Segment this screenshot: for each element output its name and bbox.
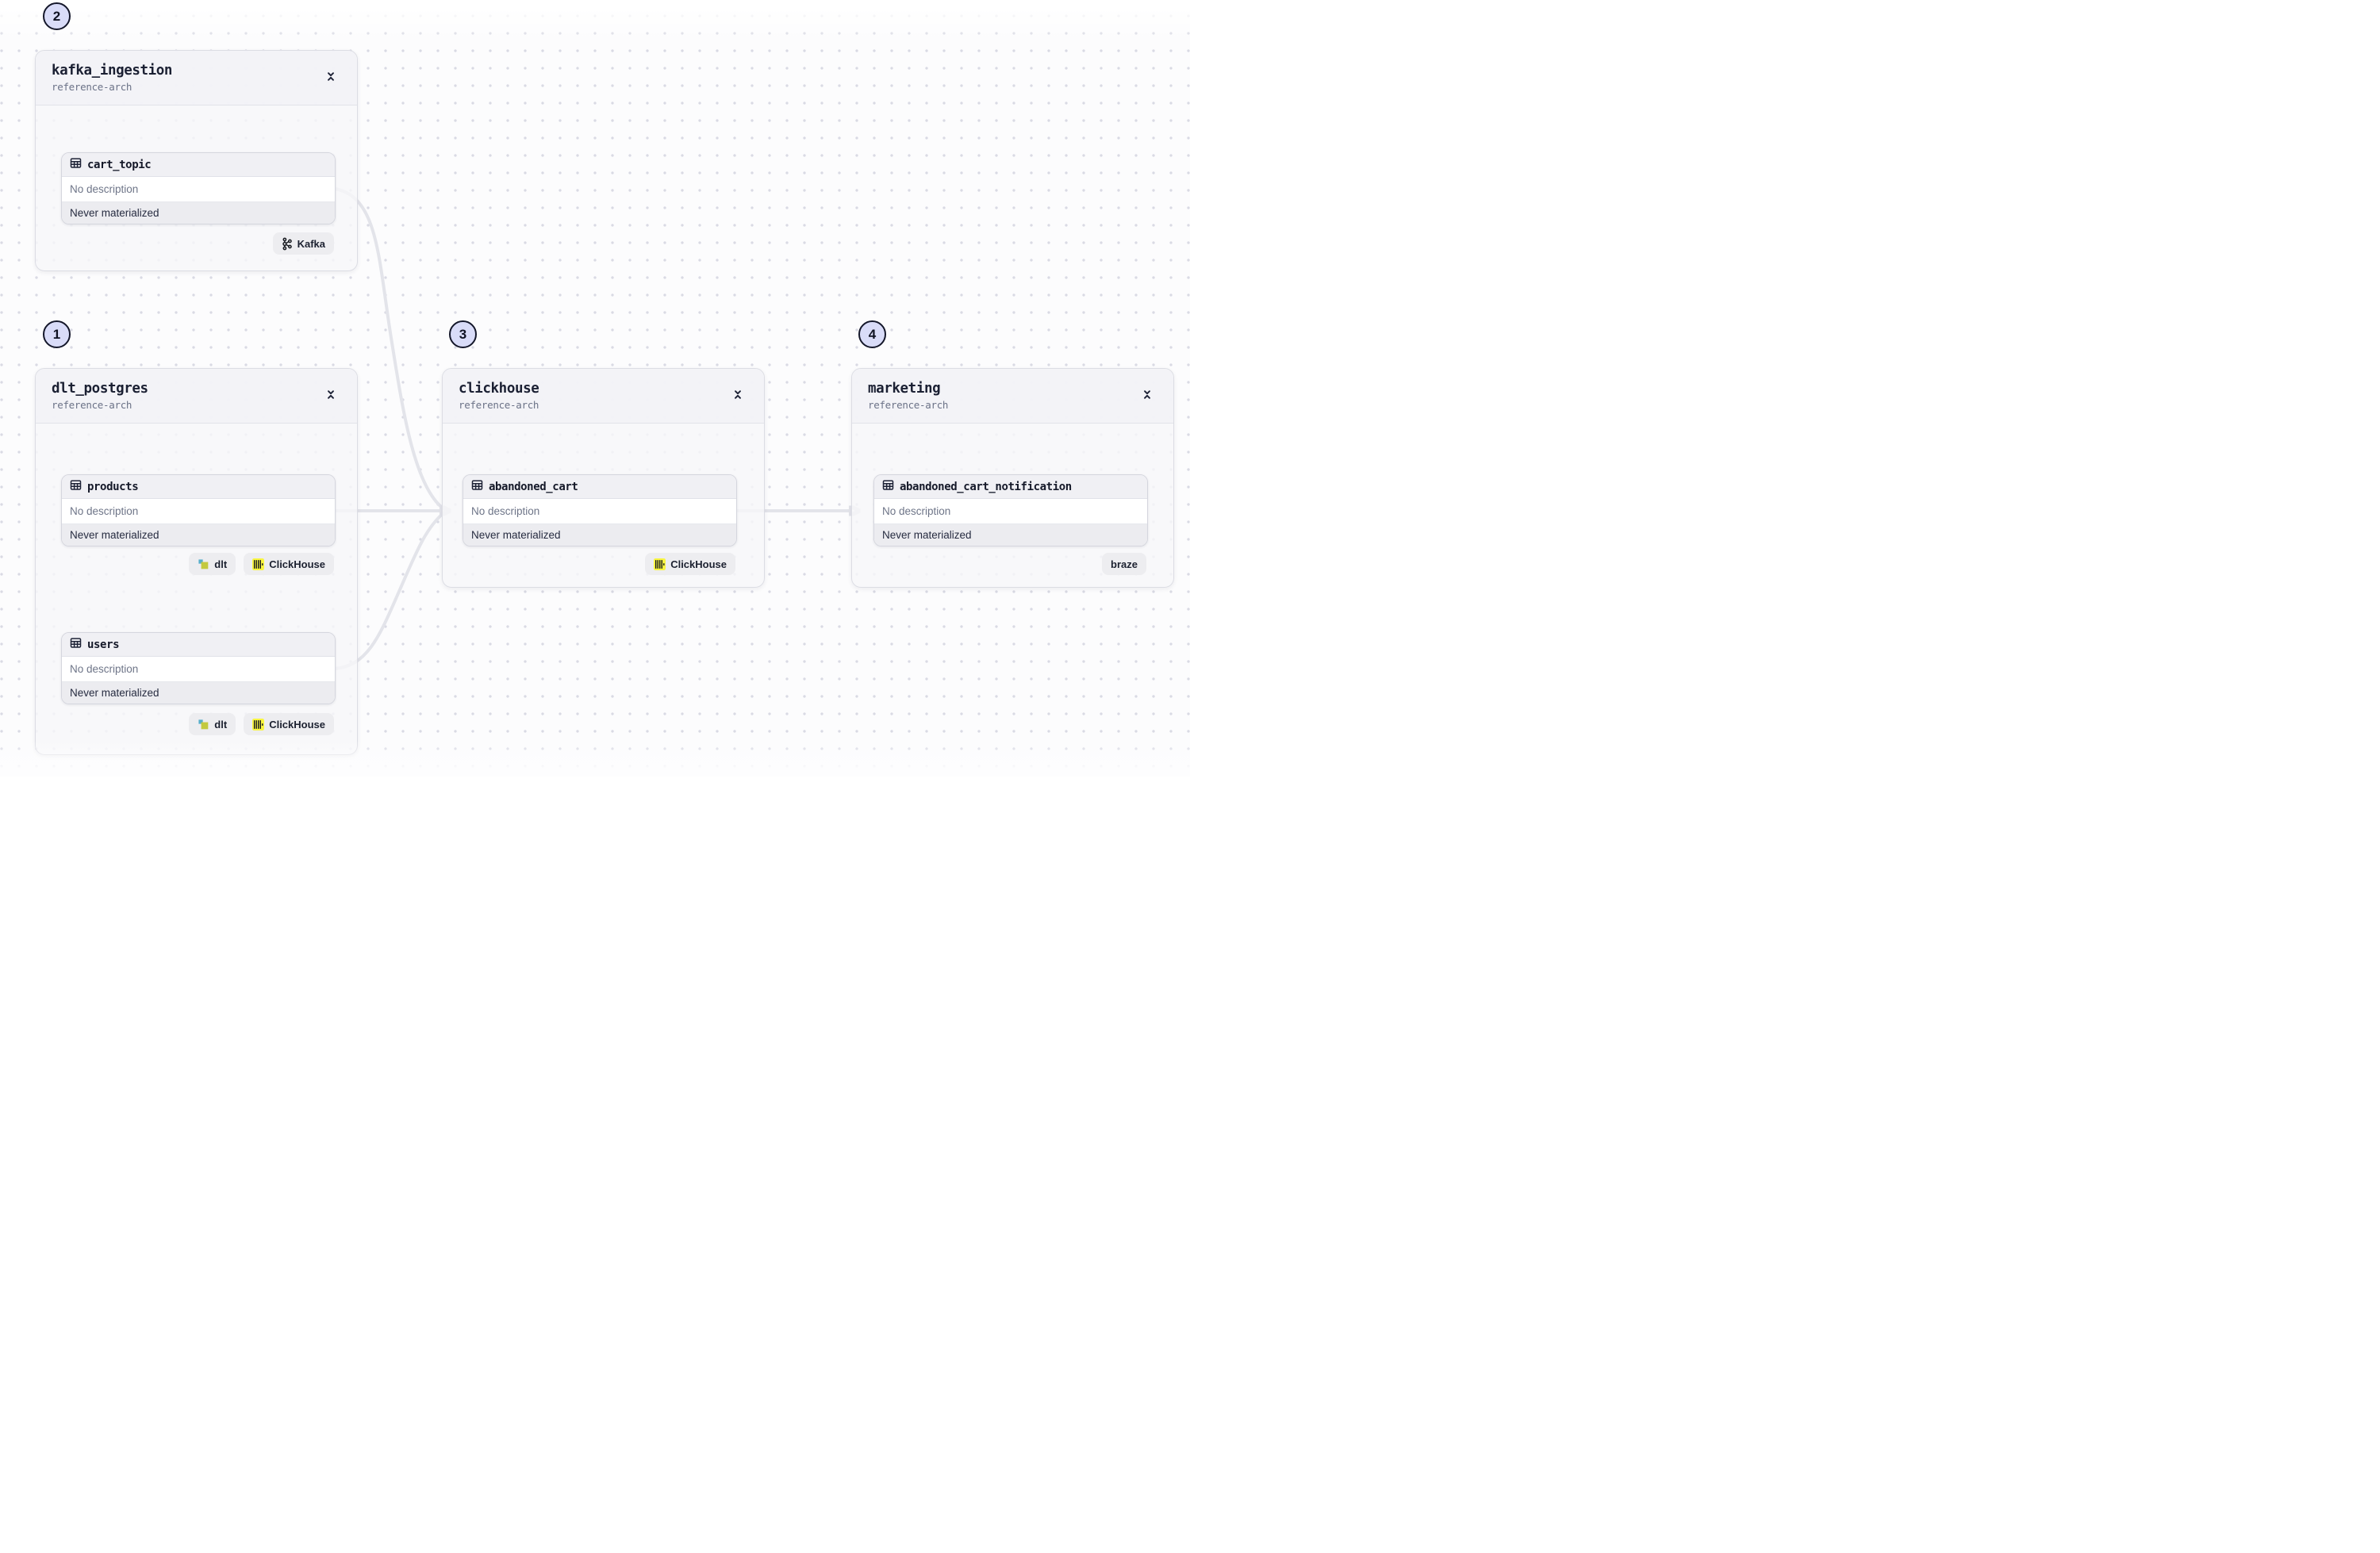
asset-description: No description <box>62 499 335 524</box>
kind-badge-braze: braze <box>1102 553 1146 575</box>
collapse-chevrons-icon <box>1142 389 1153 403</box>
group-marketing: marketing reference-arch abandoned_cart_… <box>851 368 1174 588</box>
asset-name: products <box>87 480 139 493</box>
kind-badge-clickhouse: ClickHouse <box>645 553 735 575</box>
asset-node-abandoned-cart[interactable]: abandoned_cart No description Never mate… <box>463 474 737 546</box>
asset-description: No description <box>874 499 1147 524</box>
asset-node-products[interactable]: products No description Never materializ… <box>61 474 336 546</box>
collapse-chevrons-icon <box>325 389 336 403</box>
group-subtitle: reference-arch <box>459 399 539 412</box>
asset-description: No description <box>62 657 335 682</box>
kind-badge-label: dlt <box>214 558 228 570</box>
annotation-circle-3: 3 <box>449 320 477 348</box>
group-dlt-postgres: dlt_postgres reference-arch products No … <box>35 368 358 755</box>
asset-name: users <box>87 638 120 651</box>
asset-node-abandoned-cart-notification[interactable]: abandoned_cart_notification No descripti… <box>873 474 1148 546</box>
group-subtitle: reference-arch <box>868 399 949 412</box>
annotation-circle-4: 4 <box>858 320 886 348</box>
asset-status: Never materialized <box>62 202 335 224</box>
kind-badge-label: braze <box>1111 558 1138 570</box>
group-header[interactable]: kafka_ingestion reference-arch <box>36 51 357 105</box>
group-header[interactable]: dlt_postgres reference-arch <box>36 369 357 424</box>
dlt-icon <box>198 719 209 730</box>
asset-status: Never materialized <box>463 524 736 546</box>
asset-name: abandoned_cart <box>489 480 578 493</box>
asset-name: cart_topic <box>87 158 152 171</box>
asset-node-users[interactable]: users No description Never materialized <box>61 632 336 704</box>
asset-header: cart_topic <box>62 153 335 177</box>
kind-badge-clickhouse: ClickHouse <box>244 713 334 735</box>
asset-status: Never materialized <box>874 524 1147 546</box>
asset-header: users <box>62 633 335 657</box>
kind-badge-label: dlt <box>214 718 228 730</box>
group-header[interactable]: clickhouse reference-arch <box>443 369 764 424</box>
dlt-icon <box>198 558 209 570</box>
asset-header: products <box>62 475 335 499</box>
collapse-chevrons-icon <box>325 71 336 85</box>
asset-kind-badges: braze <box>1102 553 1146 575</box>
group-header[interactable]: marketing reference-arch <box>852 369 1173 424</box>
edge-cart-topic-to-abandoned-cart <box>333 187 446 511</box>
kind-badge-clickhouse: ClickHouse <box>244 553 334 575</box>
table-icon <box>471 479 483 495</box>
kind-badge-kafka: Kafka <box>272 232 334 255</box>
asset-status: Never materialized <box>62 682 335 704</box>
kind-badge-label: ClickHouse <box>670 558 727 570</box>
table-icon <box>882 479 894 495</box>
table-icon <box>70 157 82 173</box>
group-subtitle: reference-arch <box>52 399 132 412</box>
asset-description: No description <box>463 499 736 524</box>
asset-description: No description <box>62 177 335 202</box>
asset-name: abandoned_cart_notification <box>900 480 1072 493</box>
asset-header: abandoned_cart <box>463 475 736 499</box>
collapse-chevrons-icon <box>732 389 743 403</box>
group-title: dlt_postgres <box>52 380 148 397</box>
annotation-circle-2: 2 <box>43 2 71 30</box>
clickhouse-icon <box>252 558 265 570</box>
asset-kind-badges: dlt ClickHouse <box>189 713 334 735</box>
collapse-group-button[interactable] <box>727 385 748 406</box>
kind-badge-dlt: dlt <box>189 553 236 575</box>
asset-status: Never materialized <box>62 524 335 546</box>
group-clickhouse: clickhouse reference-arch abandoned_cart… <box>442 368 765 588</box>
collapse-group-button[interactable] <box>1137 385 1157 406</box>
collapse-group-button[interactable] <box>321 385 341 406</box>
kind-badge-label: ClickHouse <box>269 558 325 570</box>
asset-header: abandoned_cart_notification <box>874 475 1147 499</box>
group-kafka-ingestion: kafka_ingestion reference-arch cart_topi… <box>35 50 358 271</box>
kind-badge-label: ClickHouse <box>269 718 325 730</box>
annotation-circle-1: 1 <box>43 320 71 348</box>
asset-kind-badges: Kafka <box>272 232 334 255</box>
asset-kind-badges: dlt ClickHouse <box>189 553 334 575</box>
group-title: kafka_ingestion <box>52 62 173 79</box>
clickhouse-icon <box>654 558 666 570</box>
group-title: clickhouse <box>459 380 539 397</box>
clickhouse-icon <box>252 718 265 730</box>
kafka-icon <box>282 237 293 251</box>
asset-kind-badges: ClickHouse <box>645 553 735 575</box>
table-icon <box>70 637 82 653</box>
group-subtitle: reference-arch <box>52 81 132 94</box>
table-icon <box>70 479 82 495</box>
kind-badge-label: Kafka <box>297 237 325 250</box>
edge-users-to-abandoned-cart <box>333 511 446 670</box>
kind-badge-dlt: dlt <box>189 713 236 735</box>
asset-graph-canvas[interactable]: 2 1 3 4 kafka_ingestion reference-arch c… <box>0 0 1190 776</box>
group-title: marketing <box>868 380 941 397</box>
asset-node-cart-topic[interactable]: cart_topic No description Never material… <box>61 152 336 224</box>
collapse-group-button[interactable] <box>321 67 341 88</box>
